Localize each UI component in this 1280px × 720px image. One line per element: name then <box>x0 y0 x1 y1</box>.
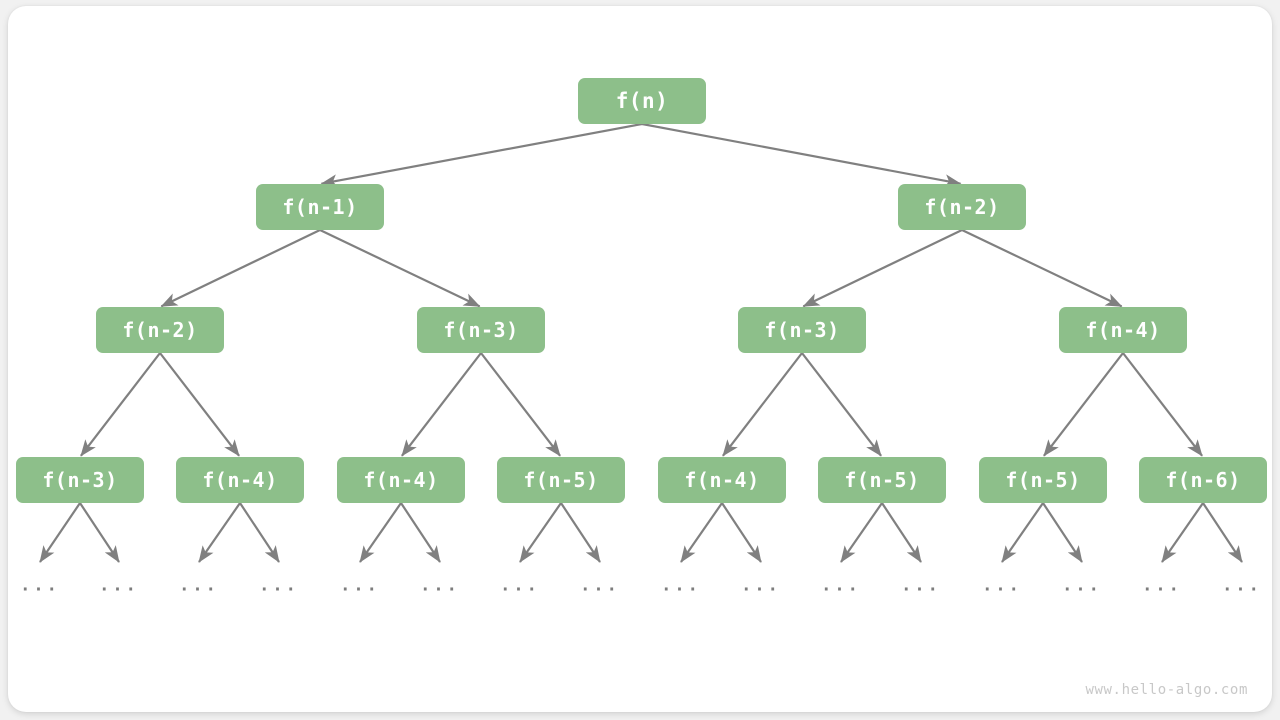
ellipsis-marker: ... <box>340 575 380 596</box>
tree-edge <box>401 352 482 457</box>
tree-edge <box>39 502 81 563</box>
tree-edge <box>519 502 562 563</box>
tree-edge <box>400 502 441 563</box>
tree-node-label: f(n-4) <box>1085 318 1161 342</box>
tree-edge <box>1161 502 1204 563</box>
tree-edge <box>480 352 561 457</box>
tree-node[interactable]: f(n-4) <box>1059 307 1187 353</box>
tree-node[interactable]: f(n) <box>578 78 706 124</box>
tree-edge <box>1202 502 1243 563</box>
tree-node-label: f(n-4) <box>202 468 278 492</box>
tree-node[interactable]: f(n-3) <box>738 307 866 353</box>
tree-node-label: f(n-3) <box>764 318 840 342</box>
tree-node-label: f(n-5) <box>1005 468 1081 492</box>
tree-edge <box>881 502 922 563</box>
tree-node[interactable]: f(n-4) <box>337 457 465 503</box>
tree-edge <box>801 352 882 457</box>
ellipsis-marker: ... <box>580 575 620 596</box>
tree-edge <box>198 502 241 563</box>
ellipsis-marker: ... <box>1222 575 1262 596</box>
tree-edge <box>359 502 402 563</box>
ellipsis-marker: ... <box>1062 575 1102 596</box>
tree-edge <box>80 352 161 457</box>
tree-edge <box>79 502 120 563</box>
tree-node[interactable]: f(n-6) <box>1139 457 1267 503</box>
tree-node-label: f(n-6) <box>1165 468 1241 492</box>
watermark: www.hello-algo.com <box>1085 682 1248 698</box>
ellipsis-marker: ... <box>1142 575 1182 596</box>
tree-edge <box>722 352 803 457</box>
ellipsis-marker: ... <box>20 575 60 596</box>
ellipsis-marker: ... <box>661 575 701 596</box>
ellipsis-marker: ... <box>420 575 460 596</box>
tree-node-label: f(n-2) <box>122 318 198 342</box>
tree-node[interactable]: f(n-4) <box>658 457 786 503</box>
tree-edge <box>319 229 481 308</box>
ellipsis-marker: ... <box>741 575 781 596</box>
tree-edge <box>680 502 723 563</box>
ellipsis-marker: ... <box>982 575 1022 596</box>
tree-node[interactable]: f(n-3) <box>417 307 545 353</box>
tree-edge <box>1001 502 1044 563</box>
tree-edge <box>160 229 321 308</box>
tree-node-label: f(n-5) <box>523 468 599 492</box>
tree-edge <box>641 122 962 188</box>
edge-group <box>39 122 1243 563</box>
tree-edge <box>721 502 762 563</box>
tree-node[interactable]: f(n-5) <box>497 457 625 503</box>
tree-edge <box>802 229 963 308</box>
tree-node-label: f(n-3) <box>443 318 519 342</box>
tree-node-label: f(n-3) <box>42 468 118 492</box>
tree-node-label: f(n-4) <box>363 468 439 492</box>
tree-node-label: f(n-4) <box>684 468 760 492</box>
tree-edge <box>840 502 883 563</box>
tree-node[interactable]: f(n-2) <box>898 184 1026 230</box>
ellipsis-marker: ... <box>901 575 941 596</box>
tree-node[interactable]: f(n-5) <box>979 457 1107 503</box>
ellipsis-marker: ... <box>99 575 139 596</box>
tree-node[interactable]: f(n-5) <box>818 457 946 503</box>
tree-node-label: f(n) <box>615 88 669 113</box>
tree-node[interactable]: f(n-4) <box>176 457 304 503</box>
tree-node[interactable]: f(n-3) <box>16 457 144 503</box>
tree-edge <box>961 229 1123 308</box>
tree-edge <box>1122 352 1203 457</box>
ellipsis-marker: ... <box>179 575 219 596</box>
tree-edge <box>560 502 601 563</box>
tree-edge <box>159 352 240 457</box>
tree-node[interactable]: f(n-2) <box>96 307 224 353</box>
tree-edge <box>239 502 280 563</box>
ellipsis-marker: ... <box>821 575 861 596</box>
tree-node[interactable]: f(n-1) <box>256 184 384 230</box>
tree-edge <box>1043 352 1124 457</box>
tree-node-label: f(n-2) <box>924 195 1000 219</box>
tree-edge <box>320 122 643 188</box>
tree-edge <box>1042 502 1083 563</box>
ellipsis-marker: ... <box>500 575 540 596</box>
ellipsis-marker: ... <box>259 575 299 596</box>
tree-node-label: f(n-1) <box>282 195 358 219</box>
tree-node-label: f(n-5) <box>844 468 920 492</box>
